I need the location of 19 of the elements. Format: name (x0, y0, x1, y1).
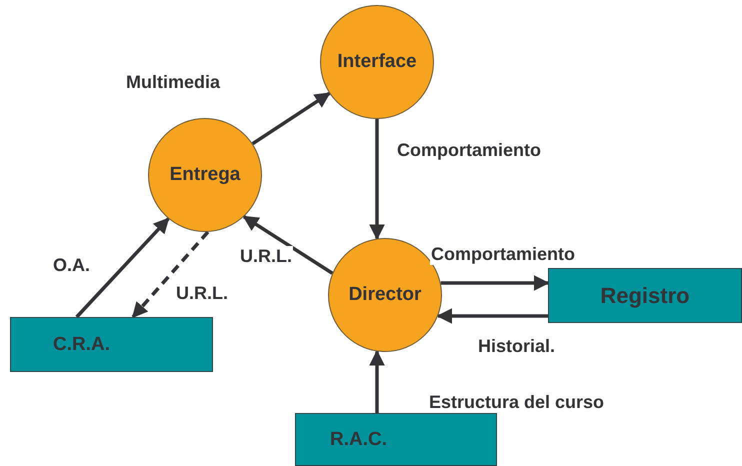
store-box (10, 317, 213, 372)
node-label: Registro (600, 282, 690, 308)
arrow (436, 308, 548, 324)
arrow (369, 350, 385, 413)
arrow (369, 119, 385, 240)
node-label: R.A.C. (330, 428, 387, 450)
arrow (242, 215, 334, 275)
arrow (75, 217, 170, 318)
edge-label: Comportamiento (396, 140, 542, 161)
node-label: C.R.A. (53, 334, 110, 356)
edge-label: Comportamiento (430, 244, 576, 265)
store-box (295, 413, 497, 466)
node-label: Director (348, 284, 422, 306)
node-label: Interface (337, 51, 417, 73)
node-label: Entrega (170, 164, 240, 186)
arrow (252, 92, 331, 146)
store-box (548, 268, 742, 323)
arrow (440, 275, 550, 291)
arrow (132, 230, 210, 318)
